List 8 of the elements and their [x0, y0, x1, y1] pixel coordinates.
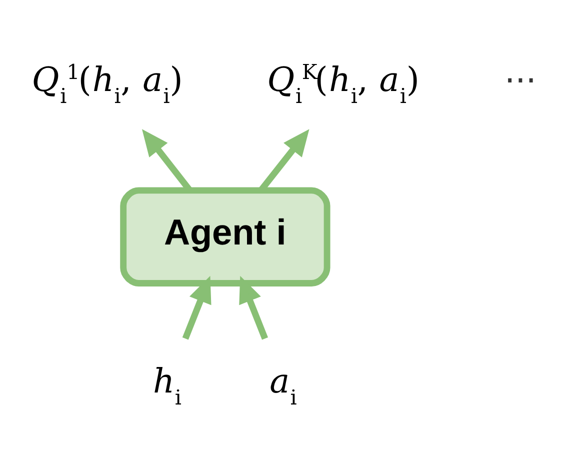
arrow — [239, 275, 268, 340]
label: ··· — [504, 60, 536, 100]
node-box: Agent i — [120, 186, 330, 286]
node-text: Q$_{i}$$^{1}$(h$_{i}$, a$_{i}$) — [32, 59, 183, 108]
node-text: h$_{i}$ — [152, 361, 182, 410]
arrow — [182, 275, 212, 340]
node-text: a$_{i}$ — [270, 361, 297, 410]
node-text: Q$_{i}$$^{K}$(h$_{i}$, a$_{i}$) — [267, 59, 420, 108]
